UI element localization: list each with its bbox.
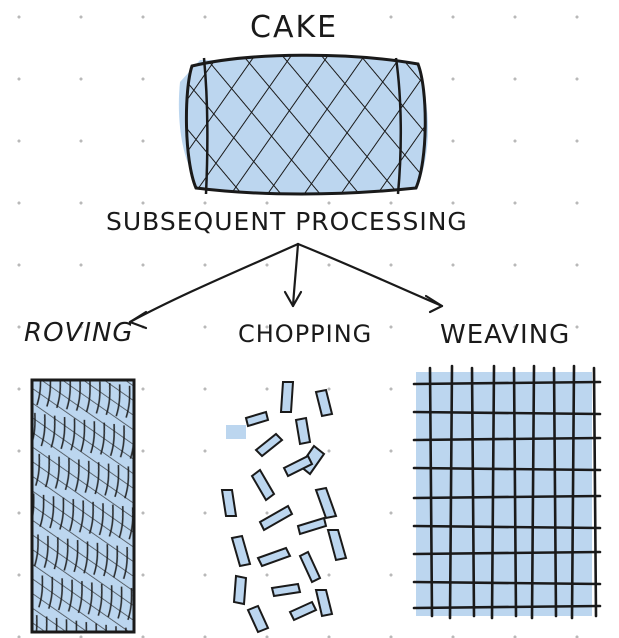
branch-label-weaving: WEAVING [440,320,570,350]
roving-illustration [32,380,134,632]
cake-shape [179,50,440,200]
arrow-to-weaving [298,244,442,306]
process-label: SUBSEQUENT PROCESSING [106,207,468,236]
branch-arrows [130,244,442,328]
arrow-to-roving [130,244,298,322]
weaving-illustration [414,366,600,618]
branch-label-roving: ROVING [24,318,134,348]
cake-title: CAKE [250,10,338,45]
chopping-illustration [222,382,346,632]
branch-label-chopping: CHOPPING [238,320,372,348]
